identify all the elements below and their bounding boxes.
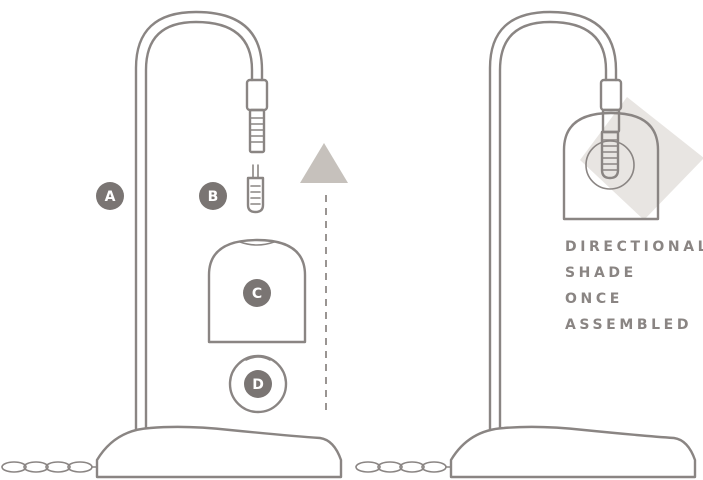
note-line-4: ASSEMBLED [565, 317, 692, 333]
badge-a-label: A [105, 189, 116, 205]
badge-b: B [199, 182, 227, 210]
note-line-2: SHADE [565, 265, 637, 281]
badge-d-label: D [252, 377, 264, 393]
socket-neck-right [601, 108, 621, 134]
shade-part [207, 238, 307, 344]
exploded-view: A B C D [1, 10, 348, 479]
cable-right [355, 461, 455, 473]
lamp-base-left [95, 425, 343, 479]
lamp-arm-left [134, 10, 264, 442]
assembled-view: DIRECTIONAL SHADE ONCE ASSEMBLED [355, 10, 703, 479]
badge-c-label: C [252, 286, 262, 302]
badge-b-label: B [208, 189, 219, 205]
badge-a: A [96, 182, 124, 210]
assembled-bulb [585, 130, 635, 190]
socket-connector-left [245, 78, 269, 154]
ring-part [228, 354, 288, 414]
lamp-base-right [449, 425, 697, 479]
lamp-arm-right [488, 10, 618, 442]
bulb-part [246, 164, 265, 214]
assembly-arrow [300, 143, 348, 412]
cable-left [1, 461, 101, 473]
assembled-shade [562, 111, 660, 221]
socket-connector-right [599, 78, 623, 112]
note-line-1: DIRECTIONAL [565, 239, 703, 255]
note-line-3: ONCE [565, 291, 623, 307]
directional-shade-highlight [580, 97, 703, 220]
badge-d: D [244, 370, 272, 398]
badge-c: C [243, 279, 271, 307]
